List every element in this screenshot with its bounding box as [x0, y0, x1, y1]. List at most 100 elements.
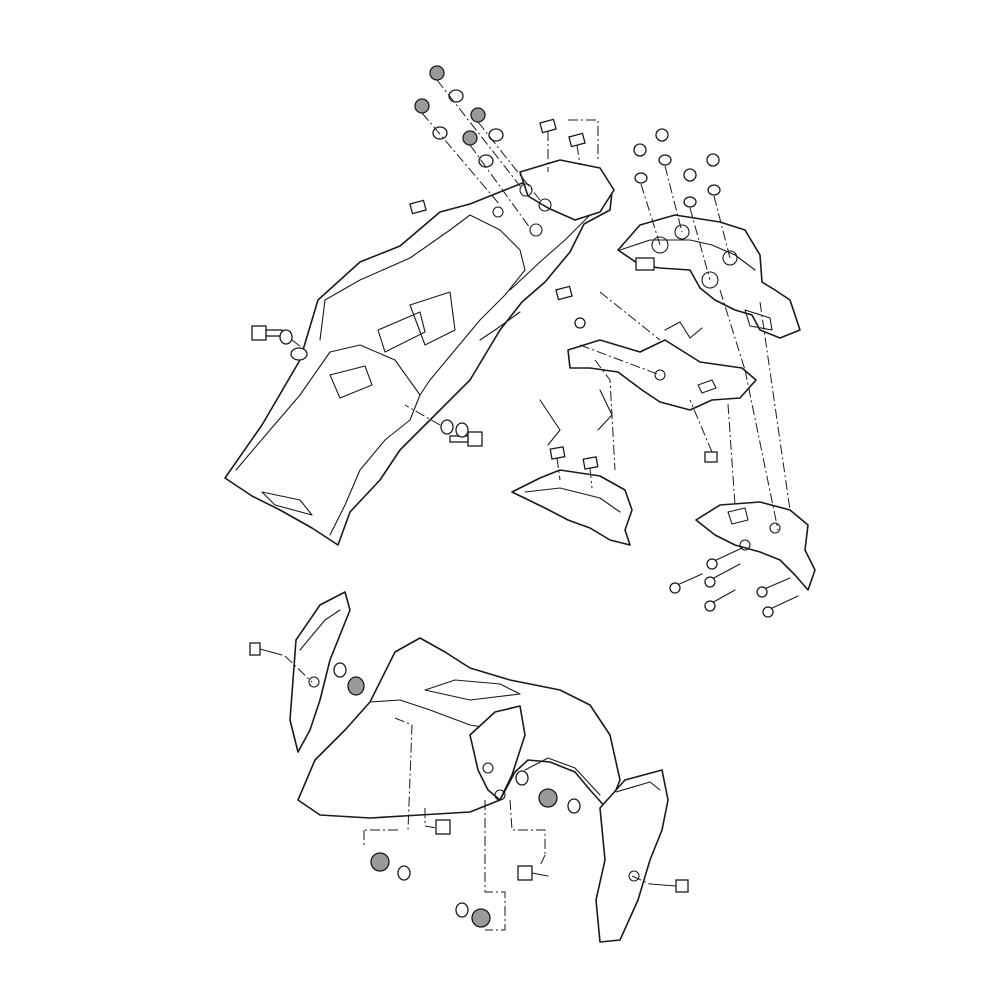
front-fender [297, 637, 621, 819]
washer-icon [455, 422, 469, 438]
screw-head-icon [762, 606, 774, 618]
grommet-icon [290, 347, 308, 361]
speed-nut-icon [582, 456, 599, 470]
bolt-shank [449, 435, 469, 443]
washer-icon [634, 172, 648, 184]
screw-icon [711, 547, 743, 563]
fender-cavity [319, 214, 526, 396]
undertail-cover [511, 469, 633, 546]
leader-line [579, 289, 746, 376]
leader-line [713, 195, 731, 259]
washer-icon [455, 902, 469, 918]
washer-icon [397, 865, 411, 881]
screw-shank [531, 872, 549, 877]
screw-head-icon [633, 143, 647, 157]
screw-head-icon [706, 153, 720, 167]
screw-head-icon [756, 586, 768, 598]
license-plate-bracket [695, 501, 816, 591]
screw-head-icon [683, 168, 697, 182]
hex-bolt-icon [467, 431, 483, 447]
speed-nut-icon [409, 199, 427, 215]
washer-icon [448, 89, 464, 103]
fork-cover-hole [628, 870, 640, 882]
screw-icon [709, 589, 736, 605]
leader-line [469, 144, 531, 229]
fender-center-bracket [469, 705, 526, 801]
bracket-hole [769, 522, 781, 534]
rear-frame-bracket [519, 159, 615, 221]
screw-shank [649, 883, 677, 887]
flanged-bolt-icon [462, 130, 478, 146]
rubber-grommet-icon [538, 788, 558, 808]
leader-line [436, 79, 521, 187]
screw-icon [709, 563, 741, 581]
flanged-bolt-icon [429, 65, 445, 81]
screw-head-icon [675, 879, 689, 893]
leader-line [284, 655, 313, 683]
front-fender-assembly [249, 591, 689, 943]
leader-line [484, 800, 506, 931]
left-fork-cover [289, 591, 351, 753]
speed-nut-icon [539, 118, 557, 134]
stay-hole [654, 369, 666, 381]
dashed-hidden-line [365, 717, 413, 831]
hex-bolt-icon [251, 325, 267, 341]
housing-hole [701, 271, 719, 289]
washer-icon [333, 662, 347, 678]
leader-line [539, 854, 546, 867]
left-fork-cover-edge [299, 609, 341, 651]
washer-icon [707, 184, 721, 196]
washer-icon [515, 770, 529, 786]
washer-icon [279, 329, 293, 345]
fender-rail-lower [479, 311, 521, 341]
leader-line [509, 799, 546, 855]
fender-tab-right [409, 291, 456, 346]
hex-bolt-icon [517, 865, 533, 881]
screw-head-icon [706, 558, 718, 570]
leader-line [404, 404, 441, 426]
zigzag-break-line [664, 321, 703, 339]
rear-fender-right-fastener [404, 404, 483, 447]
fender-intake [424, 679, 521, 701]
mounting-stay [567, 339, 757, 411]
screw-icon [761, 577, 791, 591]
speed-nut-icon [549, 446, 566, 460]
washer-icon [683, 196, 697, 208]
taillight-housing [617, 214, 801, 339]
right-fork-cover [595, 769, 669, 943]
flanged-bolt-icon [414, 98, 430, 114]
rear-fender [224, 167, 613, 546]
leader-line [727, 301, 791, 531]
taillight-lens [619, 239, 756, 271]
washer-icon [488, 128, 504, 142]
leader-line [424, 808, 437, 829]
washer-icon [567, 798, 581, 814]
leader-line [631, 875, 651, 885]
fender-bottom-plate [261, 491, 313, 516]
leader-line [689, 399, 713, 453]
leader-line [556, 457, 593, 489]
bracket-hole [739, 539, 751, 551]
license-bracket-fasteners [669, 547, 799, 618]
license-plate-bracket-assembly [511, 128, 816, 618]
leader-line [568, 119, 599, 166]
speed-nut-icon [568, 132, 586, 148]
hex-bolt-icon [435, 819, 451, 835]
rubber-grommet-icon [347, 676, 365, 696]
screw-icon [674, 573, 703, 587]
screw-head-icon [704, 600, 716, 612]
screw-head-icon [655, 128, 669, 142]
bracket-hole-4 [492, 206, 504, 218]
fork-cover-hole [308, 676, 320, 688]
leader-line [664, 165, 683, 233]
leader-line [640, 183, 661, 246]
leader-line [421, 112, 501, 206]
rear-fender-assembly [224, 65, 615, 546]
fender-tab-center [377, 311, 426, 353]
rear-fender-top-fasteners [414, 65, 541, 229]
washer-icon [440, 419, 454, 435]
rear-fender-left-fastener [251, 325, 308, 361]
screw-shank [259, 648, 283, 656]
fender-inner-edge [524, 757, 601, 796]
